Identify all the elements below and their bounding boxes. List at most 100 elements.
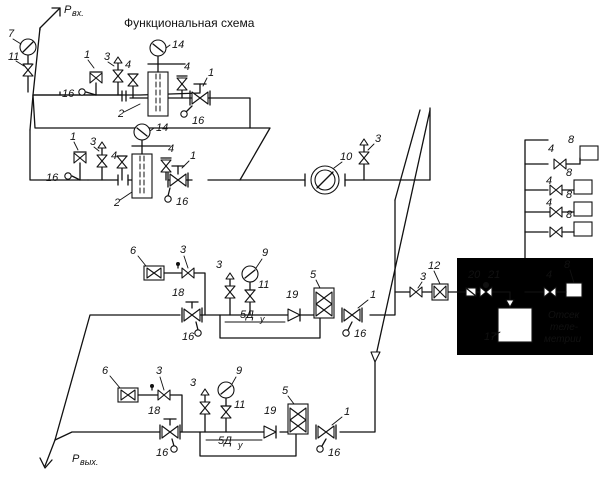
tag-12: 12: [428, 260, 440, 272]
tag-5b: 5: [282, 385, 289, 397]
gauge-16-line4-right: [316, 438, 327, 453]
diagram-title: Функциональная схема: [124, 16, 255, 30]
valve-1-line3: [341, 307, 363, 323]
room-label-line3: метрии: [544, 334, 582, 345]
valve-1-line4: [315, 424, 337, 440]
tag-14b: 14: [156, 122, 168, 134]
valve-4-line1a: [127, 73, 139, 99]
tag-1c: 1: [70, 131, 76, 143]
valve-18-line4: [159, 418, 181, 440]
tag-4d: 4: [168, 143, 174, 155]
tag-8a: 8: [568, 134, 575, 146]
tag-19a: 19: [286, 289, 298, 301]
telemetry-branch-2: [549, 179, 593, 196]
gauge-9-line3: [241, 265, 259, 316]
gauge-16-line2-left: [64, 172, 81, 181]
check-19-line4: [263, 425, 277, 439]
relief-valve-3-line2: [96, 141, 108, 181]
relief-valve-3-meter: [358, 138, 370, 181]
tag-16f: 16: [182, 331, 195, 343]
telemetry-cabinet-17: [497, 307, 533, 343]
tag-1a: 1: [84, 49, 90, 61]
tag-7: 7: [8, 28, 15, 40]
tag-4a: 4: [125, 59, 131, 71]
tag-4g: 4: [546, 197, 552, 209]
relief-valve-3-line1: [112, 56, 124, 96]
distribution-diagonal: [370, 107, 431, 363]
inlet-pressure-label: P: [64, 4, 72, 16]
inlet-gauge-7: [19, 38, 37, 93]
tag-3a: 3: [104, 51, 111, 63]
tag-19b: 19: [264, 405, 276, 417]
safety-valve-6-line3: [143, 262, 206, 316]
tag-9a: 9: [262, 247, 268, 259]
tag-4h: 4: [546, 269, 552, 281]
tag-5a: 5: [310, 269, 317, 281]
telemetry-branch-4: [549, 221, 593, 238]
gauge-16-line1-left: [78, 88, 97, 96]
room-label-line1: Отсек: [548, 310, 581, 321]
dim-sub-2: у: [237, 440, 243, 450]
line-4-bypass: [199, 431, 297, 457]
telemetry-branch-3: [524, 201, 593, 218]
line-4-pipe: [54, 361, 376, 441]
valve-4-line2b: [160, 157, 172, 181]
regulator-2-line2: [117, 145, 171, 199]
filter-20: [465, 287, 477, 297]
tag-8b: 8: [566, 167, 573, 179]
valve-18-line3: [181, 301, 203, 323]
outlet-arrow: [39, 439, 56, 469]
tag-11c: 11: [234, 399, 245, 411]
gauge-14-line1: [149, 39, 167, 65]
tag-3h: 3: [190, 377, 197, 389]
valve-4-line2a: [116, 155, 128, 181]
inlet-pressure-subscript: вх.: [72, 8, 84, 18]
tag-1e: 1: [370, 289, 376, 301]
tag-4f: 4: [546, 175, 552, 187]
relief-valve-3-line3: [224, 272, 236, 316]
shutoff-12: [431, 283, 449, 301]
tag-11b: 11: [258, 279, 269, 291]
tag-16h: 16: [156, 447, 169, 459]
tag-18a: 18: [172, 287, 185, 299]
regulator-21: [479, 282, 493, 298]
gauge-16-line4-left: [170, 438, 178, 453]
valve-1-right-line1: [189, 83, 211, 106]
tag-21: 21: [487, 269, 500, 281]
tag-16i: 16: [328, 447, 341, 459]
check-19-line3: [287, 308, 301, 322]
tag-16d: 16: [46, 172, 59, 184]
tag-3f: 3: [420, 271, 427, 283]
tag-6a: 6: [130, 245, 137, 257]
tag-10: 10: [340, 151, 353, 163]
tag-1f: 1: [344, 406, 350, 418]
tag-2b: 2: [113, 197, 120, 209]
tag-11a: 11: [8, 51, 19, 63]
tag-20: 20: [467, 269, 481, 281]
tag-3c: 3: [375, 133, 382, 145]
gauge-16-line1-right: [180, 105, 193, 118]
tag-1b: 1: [208, 67, 214, 79]
tag-2a: 2: [117, 108, 124, 120]
tag-9b: 9: [236, 365, 242, 377]
tag-8d: 8: [566, 209, 573, 221]
dim-sub-1: у: [259, 314, 265, 324]
telemetry-pipe-upper: [524, 139, 549, 293]
relief-valve-3-line4: [199, 388, 211, 433]
line-3-bypass: [219, 314, 321, 339]
tag-17: 17: [484, 331, 497, 343]
tag-16a: 16: [62, 88, 75, 100]
tag-8e: 8: [564, 259, 571, 271]
tag-3d: 3: [180, 244, 187, 256]
tag-14a: 14: [172, 39, 184, 51]
outlet-pressure-subscript: вых.: [80, 457, 98, 467]
shutoff-5-line3: [313, 287, 335, 319]
tag-16g: 16: [354, 328, 367, 340]
shutoff-5-line4: [287, 403, 309, 435]
valve-3-feed: [409, 286, 423, 298]
gas-meter-10: [304, 165, 346, 195]
telemetry-branch-1: [553, 145, 599, 170]
line-2-pipe: [29, 129, 431, 181]
room-label-line2: теле-: [550, 322, 579, 333]
tag-16b: 16: [192, 115, 205, 127]
